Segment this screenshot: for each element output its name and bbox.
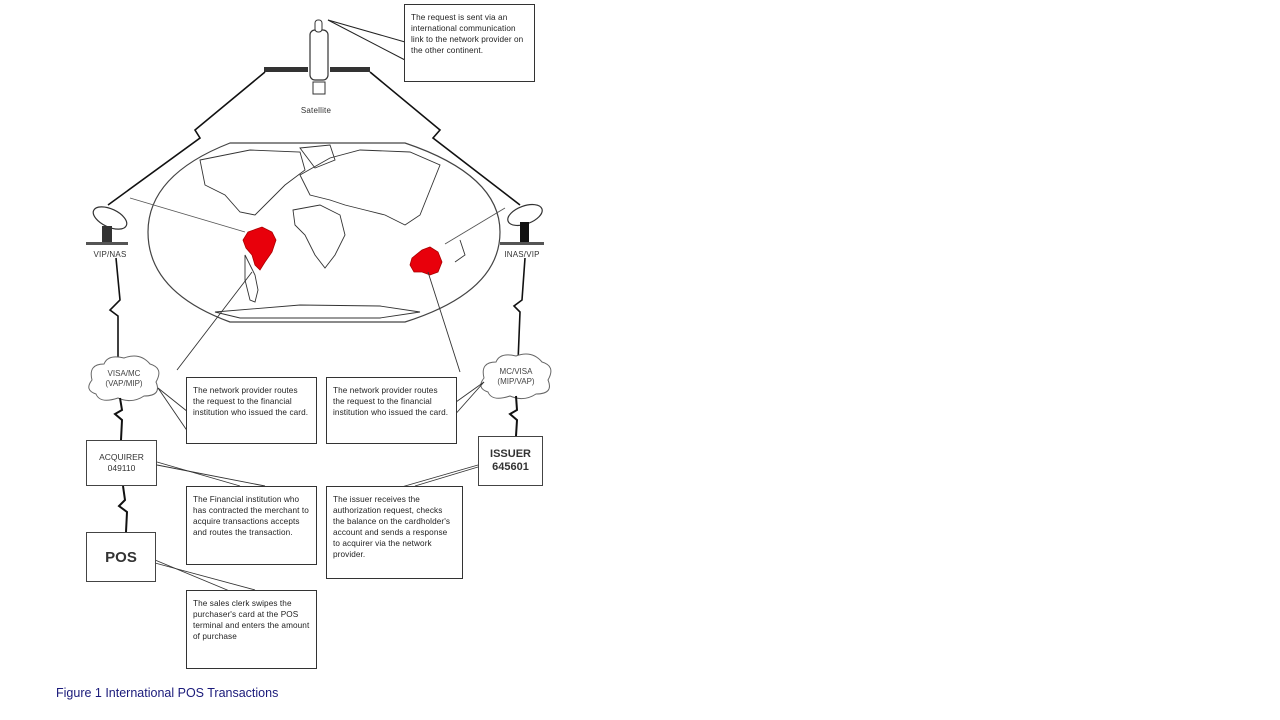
acquirer-box: ACQUIRER 049110 bbox=[86, 440, 157, 486]
satellite-dish-icon bbox=[500, 203, 544, 245]
world-map-icon bbox=[147, 142, 501, 323]
issuer-id: 645601 bbox=[492, 461, 529, 473]
cloud-icon bbox=[480, 353, 552, 400]
issuer-label: ISSUER bbox=[490, 448, 531, 460]
right-cloud-line1: MC/VISA bbox=[499, 367, 533, 376]
satellite-dish-icon bbox=[86, 206, 128, 245]
issuer-callout: The issuer receives the authorization re… bbox=[326, 486, 463, 579]
left-network-callout: The network provider routes the request … bbox=[186, 377, 317, 444]
right-network-callout: The network provider routes the request … bbox=[326, 377, 457, 444]
right-dish-label: INAS/VIP bbox=[504, 250, 540, 259]
pos-label: POS bbox=[105, 548, 137, 566]
issuer-box: ISSUER 645601 bbox=[478, 436, 543, 486]
left-cloud-line2: (VAP/MIP) bbox=[105, 379, 143, 388]
left-cloud-line1: VISA/MC bbox=[107, 369, 141, 378]
left-cloud-label: VISA/MC (VAP/MIP) bbox=[92, 369, 156, 389]
right-cloud-label: MC/VISA (MIP/VAP) bbox=[484, 367, 548, 387]
satellite-icon bbox=[264, 19, 370, 95]
satellite-callout: The request is sent via an international… bbox=[404, 4, 535, 82]
australia-highlight bbox=[409, 246, 443, 276]
acquirer-callout: The Financial institution who has contra… bbox=[186, 486, 317, 565]
acquirer-id: 049110 bbox=[107, 463, 136, 473]
figure-caption: Figure 1 International POS Transactions bbox=[56, 686, 279, 700]
cloud-icon bbox=[88, 355, 160, 402]
satellite-label: Satellite bbox=[300, 106, 332, 115]
brazil-highlight bbox=[242, 226, 277, 271]
pos-callout: The sales clerk swipes the purchaser's c… bbox=[186, 590, 317, 669]
left-dish-label: VIP/NAS bbox=[93, 250, 127, 259]
right-cloud-line2: (MIP/VAP) bbox=[497, 377, 535, 386]
acquirer-label: ACQUIRER bbox=[99, 452, 144, 462]
pos-box: POS bbox=[86, 532, 156, 582]
